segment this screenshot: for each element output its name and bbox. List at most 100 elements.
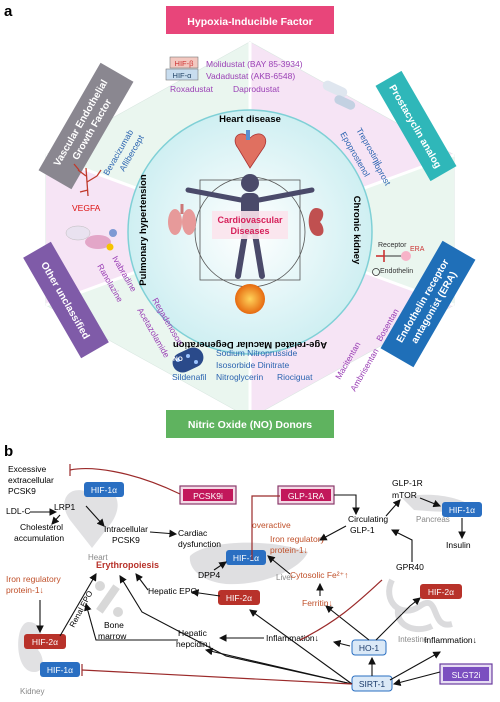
label-inflam-2: Inflammation↓	[424, 635, 477, 645]
drug-nitroglycerin: Nitroglycerin	[216, 372, 264, 382]
kidney-icon	[308, 208, 324, 236]
hif-beta-icon	[169, 56, 199, 69]
panel-b-letter: b	[4, 443, 13, 460]
label-ldlc: LDL-C	[6, 506, 31, 516]
organ-kidney-label: Kidney	[20, 687, 44, 696]
no-capsule-icon	[172, 347, 204, 373]
disease-kidney: Chronic kidney	[351, 196, 362, 265]
label-bone-1: Bone	[104, 620, 124, 630]
label-hepcidin-1: Hepatic	[178, 628, 208, 638]
box-ho1-label: HO-1	[359, 643, 380, 653]
label-gpr40: GPR40	[396, 562, 424, 572]
label-dpp4: DPP4	[198, 570, 220, 580]
box-glp1ra-inner	[281, 489, 331, 501]
label-intra-1: Intracellular	[104, 524, 148, 534]
label-irp-left-1: Iron regulatory	[6, 574, 62, 584]
box-pcsk9i-label: PCSK9i	[193, 491, 223, 501]
era-endothelin-label: Endothelin	[380, 268, 413, 275]
drug-riociguat: Riociguat	[277, 372, 313, 382]
label-excess-3: PCSK9	[8, 486, 36, 496]
cvd-label-bg	[212, 211, 288, 239]
inhibition-lines	[69, 464, 383, 685]
box-slgt2i-label: SLGT2i	[452, 670, 481, 680]
panel-a-letter: a	[4, 3, 13, 20]
disease-ph: Pulmonary hypertension	[138, 174, 149, 286]
label-lrp1: LRP1	[54, 502, 76, 512]
box-hif2a-intestine-label: HIF-2α	[428, 587, 454, 597]
box-hif2a-kidney-label: HIF-2α	[32, 637, 58, 647]
label-insulin: Insulin	[446, 540, 471, 550]
label-mtor: mTOR	[392, 490, 417, 500]
lungs-icon	[168, 204, 196, 235]
label-circ-1: Circulating	[348, 514, 388, 524]
hif-alpha-icon	[165, 68, 199, 81]
era-receptor-label: Receptor	[378, 242, 407, 249]
label-circ-2: GLP-1	[350, 525, 375, 535]
drug-daprodustat: Daprodustat	[233, 84, 280, 94]
box-hif1a-kidney-label: HIF-1α	[47, 665, 73, 675]
receptor-icon	[372, 250, 411, 276]
label-excess-1: Excessive	[8, 464, 47, 474]
drug-molidustat: Molidustat (BAY 85-3934)	[206, 59, 303, 69]
heart-icon	[234, 130, 267, 169]
label-irp-right-2: protein-1↓	[270, 545, 308, 555]
label-ferritin: Ferritin↓	[302, 598, 333, 608]
label-cardiac-2: dysfunction	[178, 539, 221, 549]
label-chol-2: accumulation	[14, 533, 64, 543]
organ-intestine-label: Intestine	[398, 635, 429, 644]
box-hif1a-liver	[226, 550, 266, 565]
drug-vadadustat: Vadadustat (AKB-6548)	[206, 71, 295, 81]
box-hif2a-liver-label: HIF-2α	[226, 593, 252, 603]
label-overactive: overactive	[252, 520, 291, 530]
box-hif1a-pancreas-label: HIF-1α	[449, 505, 475, 515]
organ-pancreas-label: Pancreas	[416, 515, 450, 524]
disease-heart: Heart disease	[219, 114, 281, 125]
organ-liver-label: Liver	[276, 573, 294, 582]
label-inflam-1: Inflammation↓	[266, 633, 319, 643]
heart-organ-icon	[64, 490, 118, 548]
box-hif2a-intestine	[420, 584, 462, 599]
box-hif1a-pancreas	[442, 502, 482, 517]
box-hif2a-liver	[218, 590, 260, 605]
intestine-organ-icon	[386, 578, 453, 633]
drug-roxadustat: Roxadustat	[170, 84, 214, 94]
box-pcsk9i-inner	[183, 489, 233, 501]
cvd-label-1: Cardiovascular	[217, 215, 283, 225]
disease-amd: Age-related Macular Degeneration	[173, 339, 327, 350]
drug-isosorbide: Isosorbide Dinitrate	[216, 360, 290, 370]
label-chol-1: Cholesterol	[20, 522, 63, 532]
era-icon-label: ERA	[410, 246, 425, 253]
label-fe: Cytosolic Fe²⁺↑	[290, 570, 348, 580]
label-intra-2: PCSK9	[112, 535, 140, 545]
drug-nitroprusside: Sodium Nitroprusside	[216, 348, 298, 358]
label-excess-2: extracellular	[8, 475, 54, 485]
label-vegfa: VEGFA	[72, 203, 101, 213]
label-bone-2: marrow	[98, 631, 127, 641]
drug-sildenafil: Sildenafil	[172, 372, 207, 382]
pathway-arrows	[30, 494, 466, 687]
label-glp1r: GLP-1R	[392, 478, 423, 488]
label-hepatic-epo: Hepatic EPO	[148, 586, 198, 596]
banner-no	[166, 410, 334, 438]
banner-hif	[166, 6, 334, 34]
pill-capsule-icon	[322, 80, 356, 110]
box-hif1a-liver-label: HIF-1α	[233, 553, 259, 563]
box-hif2a-kidney	[24, 634, 66, 649]
hif-alpha-label: HIF-α	[173, 71, 193, 80]
label-irp-right-1: Iron regulatory	[270, 534, 326, 544]
box-hif1a-kidney	[40, 662, 80, 677]
label-cardiac-1: Cardiac	[178, 528, 208, 538]
box-slgt2i-inner	[443, 667, 489, 681]
hif-beta-label: HIF-β	[175, 59, 195, 68]
organ-heart-label: Heart	[88, 553, 108, 562]
box-hif1a-heart	[84, 482, 124, 497]
box-hif1a-heart-label: HIF-1α	[91, 485, 117, 495]
pills-icon	[65, 225, 117, 251]
cvd-label-2: Diseases	[230, 226, 269, 236]
label-renal-epo: Renal EPO	[68, 589, 95, 629]
bone-marrow-icon	[95, 581, 123, 617]
vessel-icon	[73, 163, 102, 197]
label-erythropoiesis: Erythropoiesis	[96, 560, 159, 570]
